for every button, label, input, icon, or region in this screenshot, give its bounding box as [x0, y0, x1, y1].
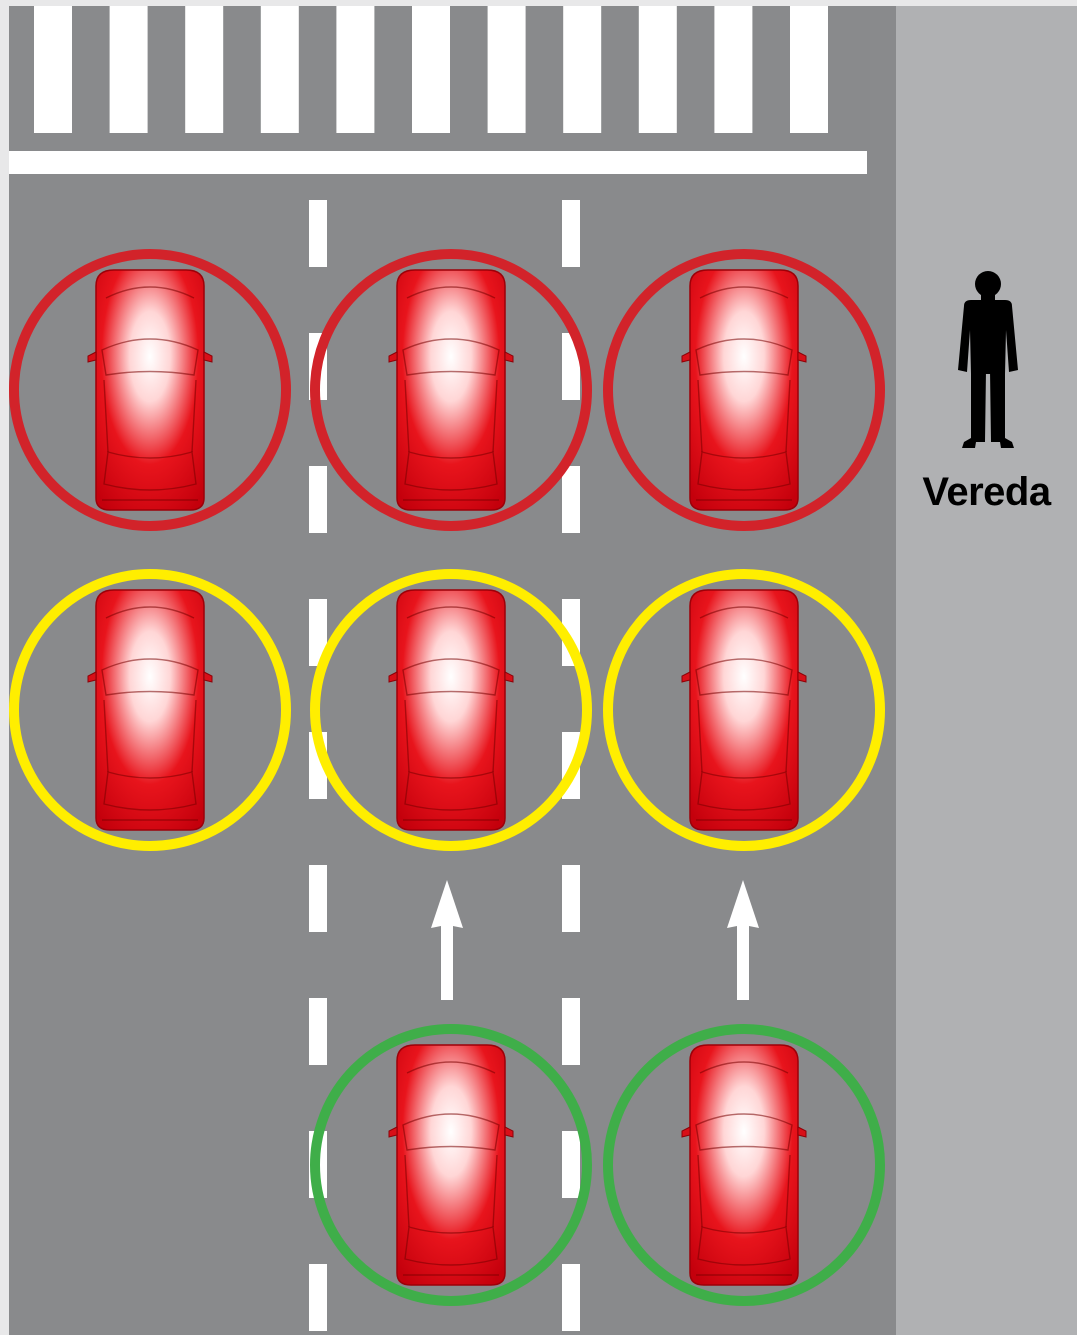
lane-dash [562, 1131, 580, 1198]
up-arrow-icon [727, 880, 759, 1000]
car-icon [388, 1044, 514, 1286]
status-ring [9, 569, 291, 851]
car-icon [388, 269, 514, 511]
stop-line [9, 151, 867, 174]
status-ring [603, 249, 885, 531]
pedestrian-icon [958, 271, 1018, 448]
car-icon [681, 589, 807, 831]
crosswalk-stripe [260, 6, 299, 133]
up-arrow-icon [431, 880, 463, 1000]
car-icon [681, 269, 807, 511]
crosswalk-stripe [185, 6, 224, 133]
crosswalk-stripe [563, 6, 602, 133]
status-ring [310, 569, 592, 851]
sidewalk [896, 6, 1077, 1335]
crosswalk [34, 6, 828, 133]
lane-dash [562, 865, 580, 932]
crosswalk-stripe [638, 6, 677, 133]
crosswalk-stripe [34, 6, 72, 133]
car-icon [681, 1044, 807, 1286]
crosswalk-stripe [109, 6, 148, 133]
lane-dash [562, 333, 580, 400]
crosswalk-stripe [336, 6, 375, 133]
lane-dash [562, 466, 580, 533]
lane-dash [562, 1264, 580, 1331]
status-ring [310, 1024, 592, 1306]
lane-dash [309, 1264, 327, 1331]
status-ring [603, 1024, 885, 1306]
crosswalk-stripe [487, 6, 526, 133]
crosswalk-stripe [714, 6, 753, 133]
status-ring [603, 569, 885, 851]
sidewalk-label: Vereda [922, 470, 1051, 514]
lane-dash [562, 200, 580, 267]
status-ring [9, 249, 291, 531]
crosswalk-stripe [412, 6, 450, 133]
lane-dash [309, 599, 327, 666]
lane-dash [309, 865, 327, 932]
car-icon [87, 269, 213, 511]
car-icon [388, 589, 514, 831]
lane-dash [562, 998, 580, 1065]
lane-dash [309, 466, 327, 533]
crosswalk-stripe [790, 6, 828, 133]
lane-dash [309, 998, 327, 1065]
lane-dash [309, 200, 327, 267]
status-ring [310, 249, 592, 531]
car-icon [87, 589, 213, 831]
